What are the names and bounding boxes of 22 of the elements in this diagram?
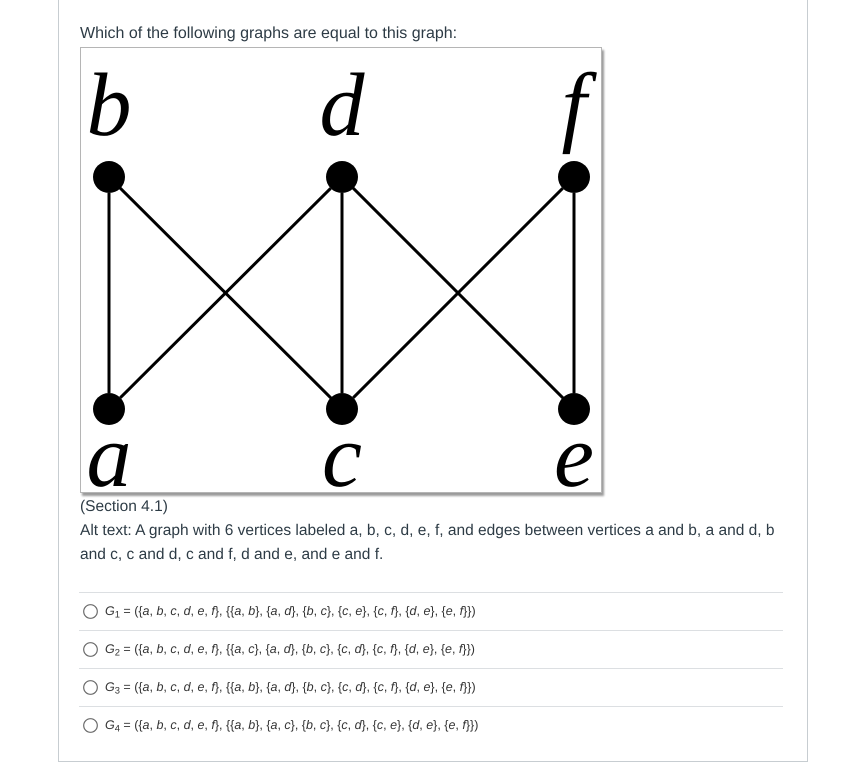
vertex-dot: [558, 393, 590, 425]
vertical-edge: [340, 193, 344, 393]
vertical-edge: [108, 193, 110, 393]
vertex-dot: [326, 393, 358, 425]
alt-text: Alt text: A graph with 6 vertices labeled a, b, c, d, e, f, and edges between vertices a and b, a and d, b and c, c and d, c and f, d and e, and e and f.: [80, 521, 776, 565]
section-reference: (Section 4.1): [80, 497, 169, 517]
vertex-label: b: [86, 56, 132, 156]
vertex-label: d: [318, 56, 366, 156]
question-text: Which of the following graphs are equal to this graph:: [80, 24, 458, 44]
answer-option-text: G$_{1}$ = ({a, b, c, d, e, f}, {{a, b}, {a, d}, {b, c}, {c, e}, {c, f}, {d, e}, {e, f}}): [105, 603, 476, 620]
answer-option-text: G$_{4}$ = ({a, b, c, d, e, f}, {{a, b}, {a, c}, {b, c}, {c, d}, {c, e}, {d, e}, {e, f}}): [105, 717, 478, 734]
answer-option-text: G$_{3}$ = ({a, b, c, d, e, f}, {{a, b}, {a, d}, {b, c}, {c, d}, {c, f}, {d, e}, {e, f}}): [105, 679, 476, 696]
vertical-edge: [572, 193, 576, 393]
answer-option-text: G$_{2}$ = ({a, b, c, d, e, f}, {{a, c}, {a, d}, {b, c}, {c, d}, {c, f}, {d, e}, {e, f}}): [105, 641, 475, 658]
vertex-dot: [93, 393, 125, 425]
vertex-label: a: [86, 425, 132, 489]
vertex-dot: [558, 161, 590, 193]
vertex-dot: [93, 161, 125, 193]
vertex-dot: [326, 161, 358, 193]
vertex-label: f: [554, 56, 594, 156]
vertex-label: c: [321, 425, 363, 489]
vertex-label: e: [553, 425, 595, 489]
